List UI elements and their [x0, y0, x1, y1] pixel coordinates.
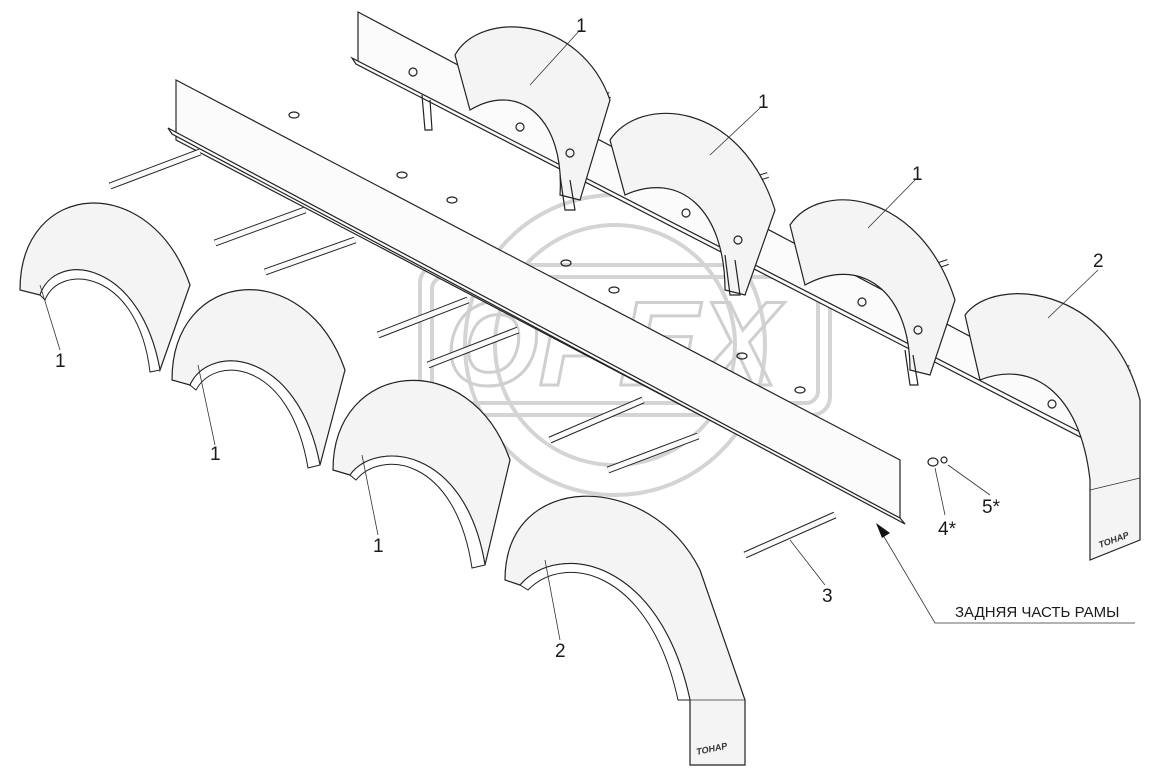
- nut-part-5: [940, 456, 948, 464]
- fender-rear-2: [609, 112, 776, 296]
- callout-3: 3: [822, 586, 833, 607]
- frame-label: ЗАДНЯЯ ЧАСТЬ РАМЫ: [955, 604, 1119, 621]
- callout-1-front-b: 1: [210, 444, 221, 465]
- washer-part-4: [927, 457, 939, 467]
- rail-bolts: [408, 67, 1057, 409]
- rear-rail-brackets: [421, 94, 919, 386]
- leader-lines: [39, 29, 1135, 641]
- front-frame-rail: [167, 79, 906, 525]
- fender-front-4: ТОНАР: [504, 495, 746, 766]
- callout-1-rear-b: 1: [758, 92, 769, 113]
- fender-rear-4: ТОНАР: [964, 293, 1141, 561]
- callouts: 1 1 1 2 1 1 1 2 3 4* 5*: [55, 16, 1104, 662]
- callout-1-rear-c: 1: [912, 164, 923, 185]
- washers-and-nuts: [288, 111, 948, 467]
- fender-front-2: [171, 289, 346, 469]
- callout-5: 5*: [982, 497, 1001, 518]
- callout-1-rear-a: 1: [576, 16, 587, 37]
- callout-1-front-c: 1: [373, 536, 384, 557]
- callout-2-rear: 2: [1093, 251, 1104, 272]
- frame-arrow-head: [876, 523, 890, 538]
- callout-1-front-a: 1: [55, 351, 66, 372]
- fender-front-1: [19, 202, 191, 373]
- callout-4: 4*: [938, 519, 957, 540]
- fender-front-3: [332, 379, 511, 569]
- callout-2-front: 2: [555, 641, 566, 662]
